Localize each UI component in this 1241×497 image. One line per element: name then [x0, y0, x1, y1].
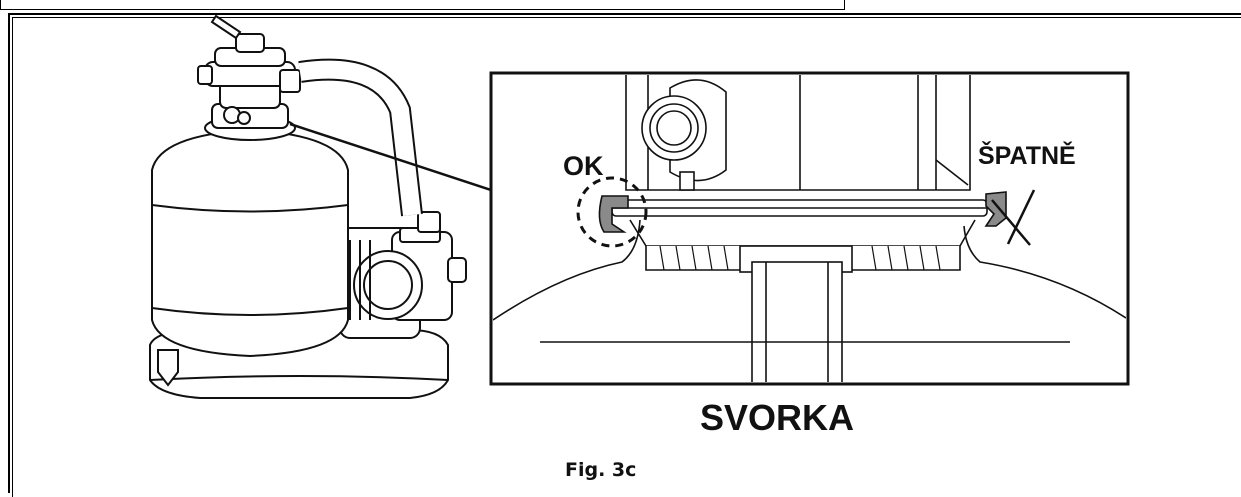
multiport-valve [197, 14, 301, 125]
drain-valve [157, 349, 179, 387]
clamp-detail-box: OK ŠPATNĚ [489, 71, 1130, 386]
figure-frame [8, 13, 1241, 493]
figure-number: Fig. 3c [565, 459, 636, 481]
filter-tank [151, 128, 349, 358]
clamp-caption: SVORKA [700, 397, 854, 438]
wrong-label: ŠPATNĚ [978, 140, 1076, 170]
figure-frame-inner [12, 17, 1241, 497]
pump-illustration [339, 211, 467, 339]
ok-label: OK [563, 151, 604, 181]
x-cross-icon [991, 189, 1036, 246]
page-top-strip [0, 0, 845, 10]
sand-filter-illustration [149, 14, 467, 399]
dashed-circle-icon [576, 176, 648, 248]
